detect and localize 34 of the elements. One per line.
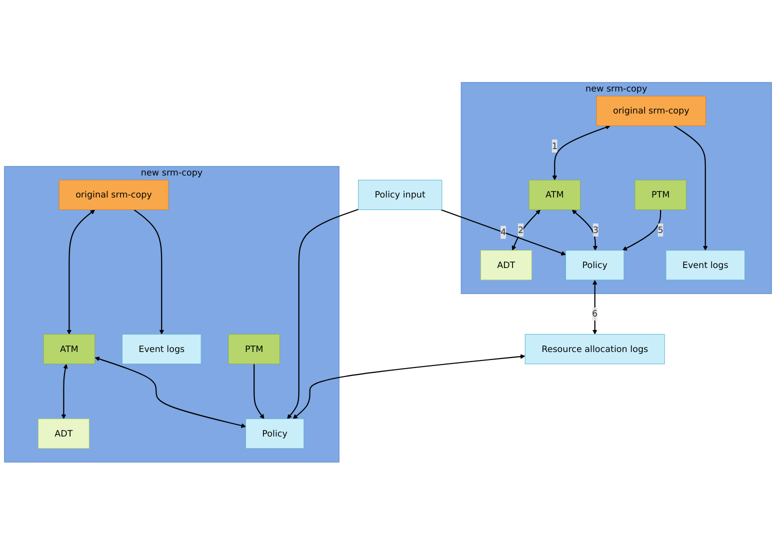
edge-label: 5 [658, 224, 664, 235]
edge-label: 6 [592, 308, 598, 319]
arrow [592, 280, 598, 334]
arrow [292, 354, 526, 419]
node-box: original srm-copy [596, 96, 706, 126]
node-box: ATM [43, 334, 96, 364]
arrow [94, 356, 246, 428]
node-box: Event logs [666, 250, 746, 280]
arrow [254, 364, 264, 419]
edge-label: 2 [518, 224, 524, 235]
node-box: ADT [38, 418, 90, 448]
arrow [440, 208, 566, 256]
arrow [61, 364, 68, 419]
arrow [674, 125, 708, 250]
node-box: Policy [245, 418, 304, 448]
node-box: original srm-copy [58, 180, 169, 210]
arrow [552, 124, 610, 180]
node-box: ATM [528, 180, 580, 210]
arrow [572, 209, 598, 250]
edge-label: 4 [500, 226, 506, 237]
edge-label: 3 [592, 224, 598, 235]
arrow [287, 208, 358, 419]
node-box: ADT [480, 250, 532, 280]
node-box: PTM [634, 180, 686, 210]
arrow [512, 209, 540, 250]
node-box: Policy [565, 250, 624, 280]
arrow [622, 209, 662, 250]
node-box: Policy input [358, 180, 442, 210]
node-box: Event logs [122, 334, 202, 364]
edge-label: 1 [552, 140, 558, 151]
node-box: PTM [228, 334, 280, 364]
arrow [66, 209, 95, 334]
node-box: Resource allocation logs [524, 334, 665, 364]
arrow [134, 209, 164, 334]
